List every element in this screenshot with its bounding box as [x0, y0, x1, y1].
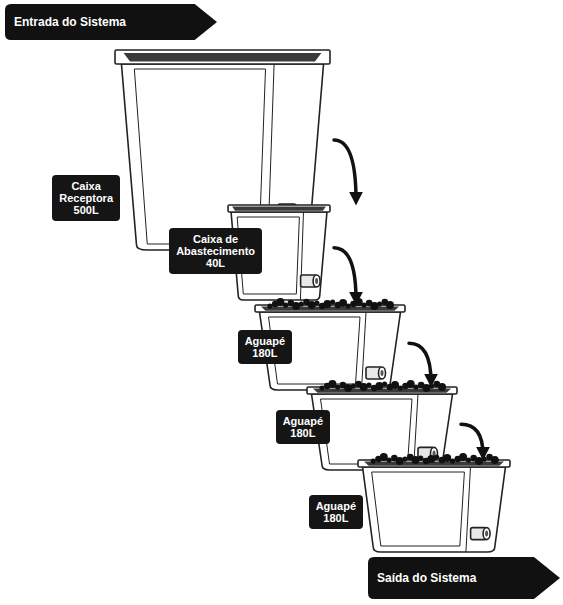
water-hyacinth — [402, 457, 407, 462]
tank-interior — [232, 207, 326, 211]
tank-label: Aguapé 180L — [238, 330, 292, 364]
tank-interior — [313, 389, 451, 393]
tank-label: Caixa de Abastecimento 40L — [169, 228, 262, 274]
water-hyacinth — [330, 300, 335, 305]
outlet-opening — [313, 275, 320, 287]
outlet-opening — [483, 528, 490, 540]
banner-text: Saída do Sistema — [368, 557, 560, 585]
label-text: Aguapé 180L — [245, 335, 285, 359]
label-text: Caixa de Abastecimento 40L — [176, 233, 255, 269]
tank-side-edge — [466, 467, 471, 552]
water-hyacinth — [351, 384, 356, 389]
tank-front-panel — [372, 472, 465, 546]
flow-arrow — [334, 140, 356, 200]
tank-node: Caixa de Abastecimento 40L — [228, 205, 330, 300]
tank-interior — [364, 462, 504, 466]
tank-interior — [124, 53, 322, 61]
tank-illustration — [358, 460, 510, 552]
tank-interior — [261, 307, 399, 311]
outlet-hole — [315, 278, 318, 284]
water-hyacinth — [299, 302, 304, 307]
water-hyacinth — [434, 455, 439, 460]
water-hyacinth — [396, 457, 404, 465]
tank-body — [363, 467, 506, 552]
label-text: Aguapé 180L — [316, 500, 356, 524]
water-hyacinth — [450, 459, 455, 464]
label-text: Caixa Receptora 500L — [59, 180, 113, 216]
tank-label: Aguapé 180L — [276, 410, 330, 444]
water-hyacinth — [398, 386, 403, 391]
water-hyacinth — [366, 383, 371, 388]
flow-arrow — [461, 424, 483, 455]
label-text: Aguapé 180L — [283, 415, 323, 439]
water-hyacinth — [361, 303, 366, 308]
water-hyacinth — [371, 459, 376, 464]
outlet-hole — [485, 531, 488, 537]
water-hyacinth — [267, 304, 272, 309]
water-hyacinth — [475, 457, 483, 465]
water-hyacinth — [386, 301, 394, 309]
water-hyacinth — [418, 456, 423, 461]
tank-label: Aguapé 180L — [309, 495, 363, 529]
water-hyacinth — [346, 304, 351, 309]
water-hyacinth — [319, 386, 324, 391]
water-hyacinth — [386, 458, 391, 463]
water-hyacinth — [314, 301, 319, 306]
water-hyacinth — [283, 303, 288, 308]
tank-rim — [228, 205, 330, 212]
flow-banner: Saída do Sistema — [368, 557, 560, 599]
flow-arrow — [409, 343, 431, 382]
flow-banner: Entrada do Sistema — [5, 4, 217, 40]
outlet-opening — [379, 367, 386, 379]
tank-label: Caixa Receptora 500L — [52, 175, 120, 221]
tank-body — [312, 394, 453, 470]
water-hyacinth — [411, 456, 419, 464]
water-hyacinth — [377, 302, 382, 307]
flow-arrow — [334, 248, 356, 300]
water-hyacinth — [382, 382, 387, 387]
water-hyacinth — [413, 385, 418, 390]
tank-side-edge — [362, 312, 367, 390]
water-hyacinth — [335, 385, 340, 390]
water-hyacinth — [482, 457, 487, 462]
banner-text: Entrada do Sistema — [5, 4, 217, 29]
banner-arrow-shape — [368, 557, 560, 599]
tank-front-panel — [321, 399, 413, 464]
water-hyacinth — [427, 455, 435, 463]
water-hyacinth — [429, 384, 434, 389]
tank-node: Aguapé 180L — [255, 305, 405, 390]
banner-arrow-shape — [5, 4, 217, 40]
tank-node: Aguapé 180L — [358, 460, 510, 552]
outlet-hole — [381, 370, 384, 376]
water-hyacinth — [466, 458, 471, 463]
water-hyacinth — [491, 456, 499, 464]
tank-rim — [115, 50, 330, 64]
water-hyacinth — [438, 383, 446, 391]
